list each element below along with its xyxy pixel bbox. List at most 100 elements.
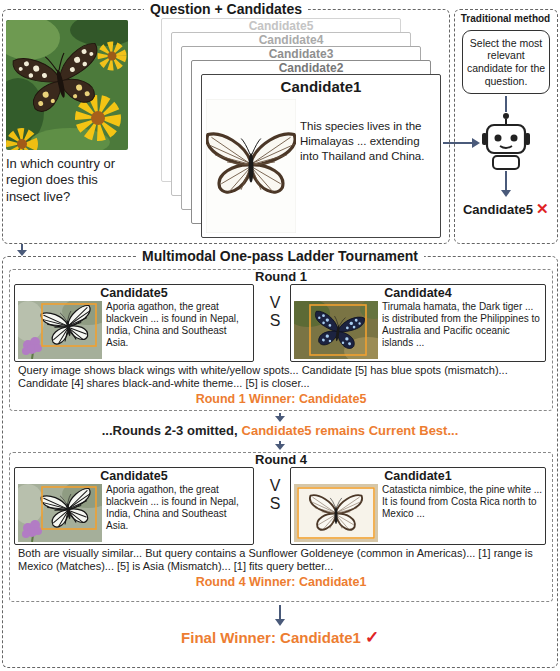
butterfly-antenna bbox=[241, 139, 261, 155]
butterfly-antenna bbox=[333, 316, 345, 326]
wing-vein bbox=[69, 506, 81, 510]
wing-spot bbox=[345, 337, 349, 341]
text-slot: This species lives in the Himalayas ... … bbox=[300, 119, 434, 164]
card-title: Candidate3 bbox=[182, 47, 420, 61]
butterfly bbox=[12, 51, 65, 115]
flower-bloom bbox=[22, 347, 30, 355]
wing-shape bbox=[219, 165, 251, 192]
card-title: Candidate2 bbox=[192, 61, 430, 75]
omitted-note: ...Rounds 2-3 omitted, bbox=[102, 423, 238, 439]
wing-shape bbox=[313, 311, 340, 332]
wing-spot bbox=[346, 326, 349, 329]
check-mark: ✓ bbox=[365, 628, 379, 648]
wing-vein bbox=[253, 144, 294, 163]
wing-vein bbox=[323, 515, 335, 529]
wing-spot bbox=[353, 326, 356, 329]
wing-vein bbox=[253, 155, 286, 164]
card-title: Candidate1 bbox=[202, 78, 440, 95]
wing-shape bbox=[336, 495, 362, 514]
instruction-text: Select the most relevant candidate for t… bbox=[466, 37, 546, 87]
sunflower bbox=[108, 52, 117, 61]
highlight-box bbox=[310, 305, 366, 355]
butterfly-antenna bbox=[330, 498, 342, 507]
wing-spot bbox=[322, 314, 325, 317]
label-slot: V S bbox=[262, 477, 288, 512]
flow-arrow bbox=[505, 96, 507, 112]
sunflower bbox=[12, 134, 32, 150]
connector bbox=[17, 244, 27, 256]
card-title: Candidate5 bbox=[15, 286, 253, 300]
robot-icon bbox=[487, 125, 525, 153]
wing-spot bbox=[322, 338, 325, 341]
butterfly-body bbox=[66, 320, 72, 337]
wing-shape bbox=[317, 514, 336, 530]
card-title: Candidate4 bbox=[172, 33, 410, 47]
wing-vein bbox=[229, 168, 250, 192]
wing-vein bbox=[55, 508, 67, 512]
text-slot: Candidate5 bbox=[15, 286, 253, 300]
text-slot: Candidate4 bbox=[172, 33, 410, 47]
wing-vein bbox=[55, 325, 67, 329]
card-description: Catasticta nimbice, the pine white ... I… bbox=[382, 484, 543, 520]
butterfly-body bbox=[334, 507, 337, 524]
sunflower bbox=[91, 111, 105, 125]
group-heading: Traditional method bbox=[455, 13, 556, 25]
label-slot: ✕ bbox=[536, 200, 549, 218]
flow-arrow bbox=[505, 171, 507, 190]
round-box: Round 4Both are visually similar... But … bbox=[9, 452, 553, 602]
wing-vein bbox=[69, 509, 83, 524]
wing-shape bbox=[65, 305, 92, 327]
butterfly-wing bbox=[65, 488, 95, 524]
butterfly-wing bbox=[311, 311, 340, 347]
flow-arrow bbox=[279, 413, 281, 416]
candidate-photo bbox=[294, 484, 378, 542]
sunflower bbox=[84, 104, 112, 132]
candidate-photo bbox=[18, 301, 102, 359]
card-description: Aporia agathon, the great blackvein ... … bbox=[106, 484, 251, 532]
label-slot: Candidate5 remains Current Best... bbox=[242, 423, 459, 439]
text-slot: Candidate5 bbox=[15, 469, 253, 483]
wing-vein bbox=[337, 515, 354, 525]
butterfly bbox=[310, 495, 362, 529]
candidate-card: Candidate1Catasticta nimbice, the pine w… bbox=[290, 467, 546, 545]
wing-vein bbox=[42, 315, 67, 329]
card-description: Aporia agathon, the great blackvein ... … bbox=[106, 301, 251, 349]
answer-text: Candidate5 bbox=[463, 202, 533, 218]
wing-spot bbox=[318, 316, 321, 319]
flow-arrow bbox=[279, 605, 281, 619]
butterfly bbox=[41, 305, 95, 346]
flow-arrow bbox=[443, 142, 473, 144]
wing-vein bbox=[48, 504, 67, 512]
wing-vein bbox=[337, 512, 350, 514]
text-slot: Query image shows black wings with white… bbox=[18, 364, 544, 391]
candidate-photo bbox=[294, 301, 378, 359]
wing-spot bbox=[329, 340, 332, 343]
wing-spot bbox=[348, 342, 351, 345]
wing-vein bbox=[252, 168, 273, 192]
arrow-head bbox=[275, 619, 285, 626]
text-slot: Question + Candidates bbox=[144, 1, 308, 17]
wing-vein bbox=[208, 144, 249, 163]
arrow-head bbox=[501, 190, 511, 197]
text-slot: Traditional method bbox=[455, 13, 556, 25]
wing-spot bbox=[358, 322, 361, 325]
wing-shape bbox=[310, 495, 336, 514]
connector-line bbox=[21, 244, 23, 251]
wing-vein bbox=[216, 155, 249, 164]
dashed-group-box: Question + CandidatesCandidate5Candidate… bbox=[2, 9, 450, 244]
butterfly-antenna bbox=[60, 311, 72, 322]
wing-shape bbox=[251, 134, 295, 166]
wing-spot bbox=[355, 319, 358, 322]
wing-vein bbox=[69, 326, 83, 341]
photo-background bbox=[360, 301, 378, 319]
butterfly bbox=[207, 134, 295, 192]
wing-vein bbox=[337, 501, 361, 512]
sunflower bbox=[84, 104, 112, 132]
group-heading: Multimodal One-pass Ladder Tournament bbox=[136, 248, 424, 264]
candidate-card: Candidate5Aporia agathon, the great blac… bbox=[14, 467, 254, 545]
wing-shape bbox=[318, 329, 338, 347]
butterfly bbox=[55, 69, 66, 98]
round-heading: Round 4 bbox=[255, 453, 307, 467]
text-slot: Candidate1 bbox=[291, 469, 545, 483]
